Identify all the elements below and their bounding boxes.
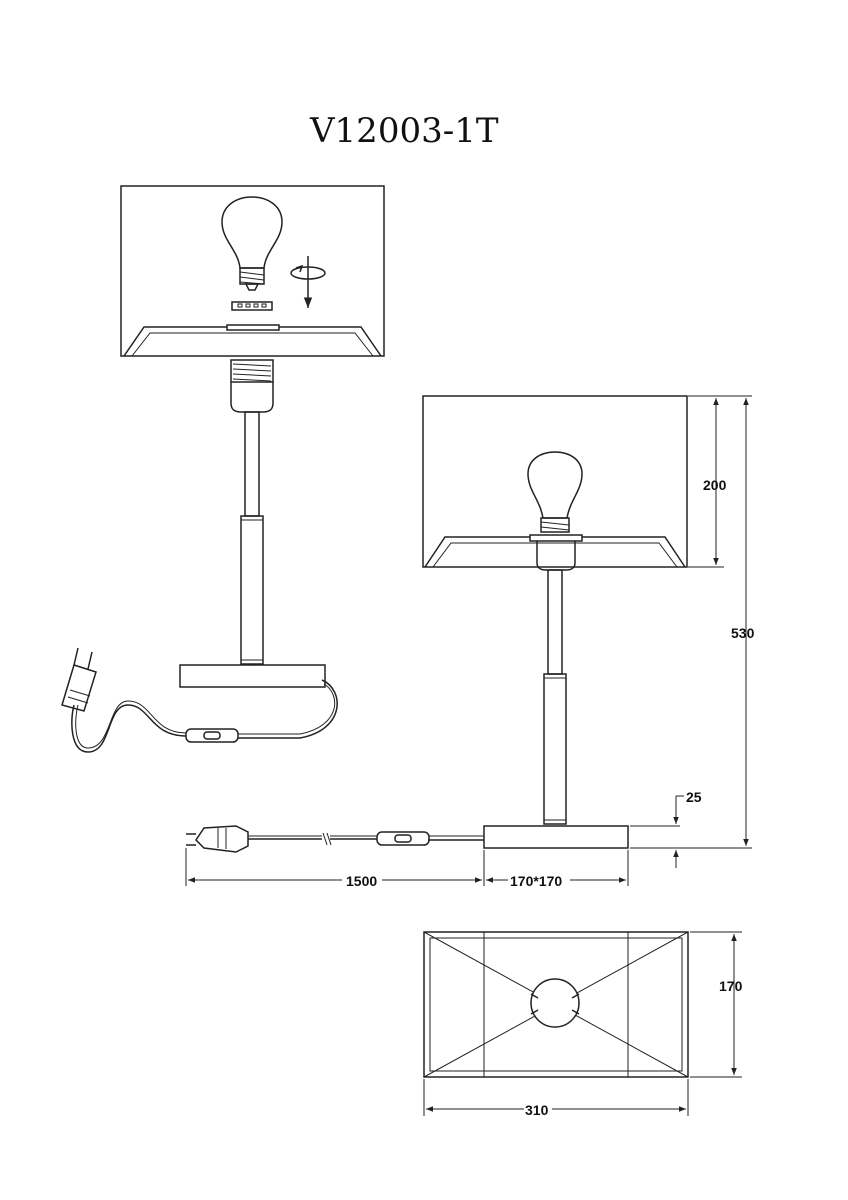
shade-height-label: 200 <box>703 477 727 493</box>
base <box>179 664 326 688</box>
stem-lower <box>240 515 264 665</box>
top-dimensions: 170 310 <box>423 931 743 1118</box>
top-depth-label: 170 <box>719 978 743 994</box>
base-height-label: 25 <box>686 789 702 805</box>
power-plug-icon <box>186 825 249 853</box>
socket-body <box>230 359 274 383</box>
top-width-label: 310 <box>525 1102 549 1118</box>
stem-upper <box>244 411 260 517</box>
inline-switch-icon <box>376 831 430 846</box>
power-cord <box>238 679 338 739</box>
top-view <box>423 931 689 1078</box>
stem-lower-front <box>543 673 567 825</box>
shade-outline-front <box>422 395 688 568</box>
rotate-arrow-icon <box>290 256 326 308</box>
light-bulb-icon <box>221 196 283 291</box>
center-hub <box>530 978 580 1028</box>
stem-upper-front <box>547 569 563 675</box>
shade-top-inner <box>429 937 683 1072</box>
product-title: V12003-1T <box>309 111 499 151</box>
total-height-label: 530 <box>731 625 755 641</box>
base-front <box>483 825 629 849</box>
assembly-view <box>61 185 385 753</box>
light-bulb-icon <box>527 451 583 533</box>
base-size-label: 170*170 <box>510 873 562 889</box>
shade-outline <box>120 185 385 357</box>
power-plug-icon <box>61 647 97 712</box>
shade-bottom <box>123 326 382 357</box>
inline-switch-icon <box>185 728 239 743</box>
socket-ring <box>231 301 273 311</box>
cable-length-label: 1500 <box>346 873 377 889</box>
front-dimensions: 200 530 25 1500 170*170 <box>185 395 755 889</box>
front-view <box>186 395 688 853</box>
base-footprint <box>483 931 629 1078</box>
